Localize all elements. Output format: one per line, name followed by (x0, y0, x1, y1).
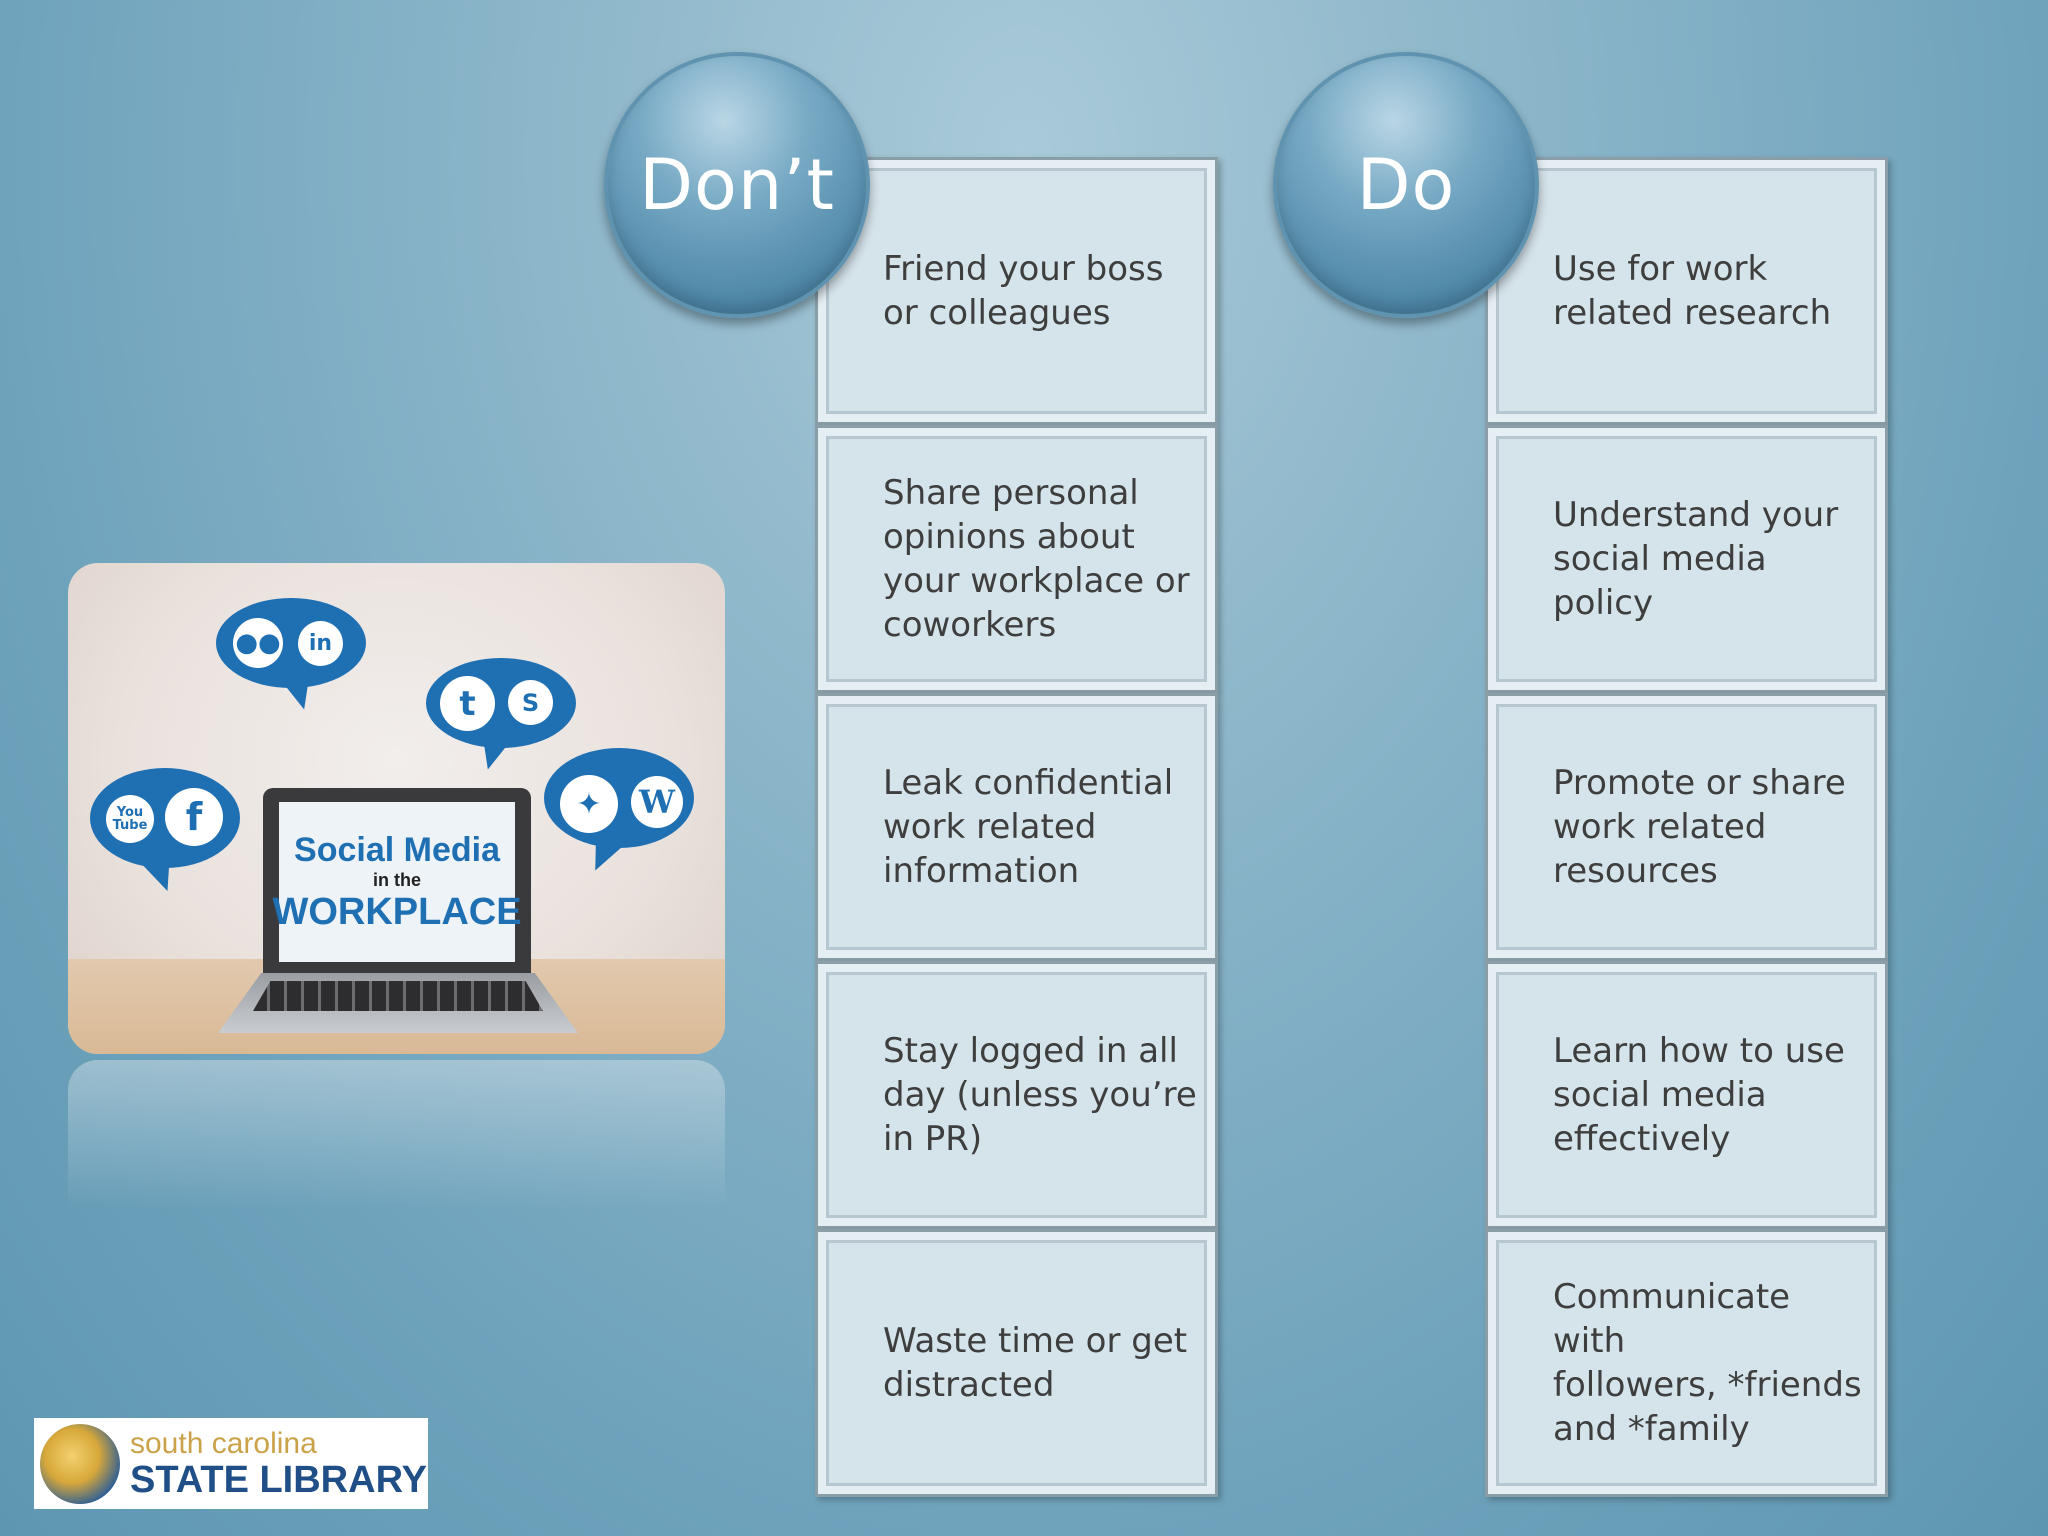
do-item: Promote or share work related resources (1485, 693, 1888, 961)
laptop-display: Social Media in the WORKPLACE (272, 802, 522, 962)
do-item: Learn how to use social media effectivel… (1485, 961, 1888, 1229)
dont-item: Leak confidential work related informati… (815, 693, 1218, 961)
do-item: Understand your social media policy (1485, 425, 1888, 693)
do-item: Communicate with followers, *friends and… (1485, 1229, 1888, 1497)
dont-item-text: Share personal opinions about your workp… (883, 473, 1190, 645)
laptop-keyboard (253, 981, 543, 1011)
lion-seal-icon (40, 1423, 120, 1504)
skype-icon: S (508, 680, 553, 725)
dont-header-circle: Don’t (604, 52, 870, 318)
linkedin-icon: in (298, 621, 343, 666)
dont-item-text: Leak confidential work related informati… (883, 763, 1174, 891)
twitter-icon: ✦ (560, 775, 618, 833)
logo-text: south carolina STATE LIBRARY (130, 1426, 427, 1501)
state-library-logo: south carolina STATE LIBRARY (34, 1418, 428, 1509)
wordpress-icon: W (631, 776, 683, 828)
dont-item-text: Stay logged in all day (unless you’re in… (883, 1031, 1197, 1159)
do-header-label: Do (1356, 144, 1456, 226)
flickr-icon: ●● (233, 618, 283, 668)
logo-line2: STATE LIBRARY (130, 1458, 427, 1501)
dont-item-text: Friend your boss or colleagues (883, 249, 1164, 333)
dont-item: Friend your boss or colleagues (815, 157, 1218, 425)
do-item-text: Understand your social media policy (1553, 495, 1839, 623)
dont-item: Share personal opinions about your workp… (815, 425, 1218, 693)
laptop-title-line1: Social Media (294, 830, 500, 869)
dont-header-label: Don’t (639, 144, 835, 226)
do-column: Use for work related research Understand… (1485, 157, 1888, 1497)
do-header-circle: Do (1273, 52, 1539, 318)
laptop-title-line3: WORKPLACE (272, 890, 522, 933)
facebook-icon: f (165, 788, 223, 846)
do-item-text: Learn how to use social media effectivel… (1553, 1031, 1845, 1159)
logo-line1: south carolina (130, 1426, 317, 1460)
dont-item: Waste time or get distracted (815, 1229, 1218, 1497)
laptop-screen: Social Media in the WORKPLACE (263, 788, 531, 973)
laptop-title-line2: in the (373, 869, 421, 890)
dont-column: Friend your boss or colleagues Share per… (815, 157, 1218, 1497)
do-item-text: Use for work related research (1553, 249, 1832, 333)
dont-item: Stay logged in all day (unless you’re in… (815, 961, 1218, 1229)
tumblr-icon: t (440, 676, 495, 731)
dont-item-text: Waste time or get distracted (883, 1321, 1188, 1405)
do-item-text: Communicate with followers, *friends and… (1553, 1277, 1862, 1449)
do-item-text: Promote or share work related resources (1553, 763, 1846, 891)
picture-reflection (68, 1060, 725, 1210)
do-item: Use for work related research (1485, 157, 1888, 425)
